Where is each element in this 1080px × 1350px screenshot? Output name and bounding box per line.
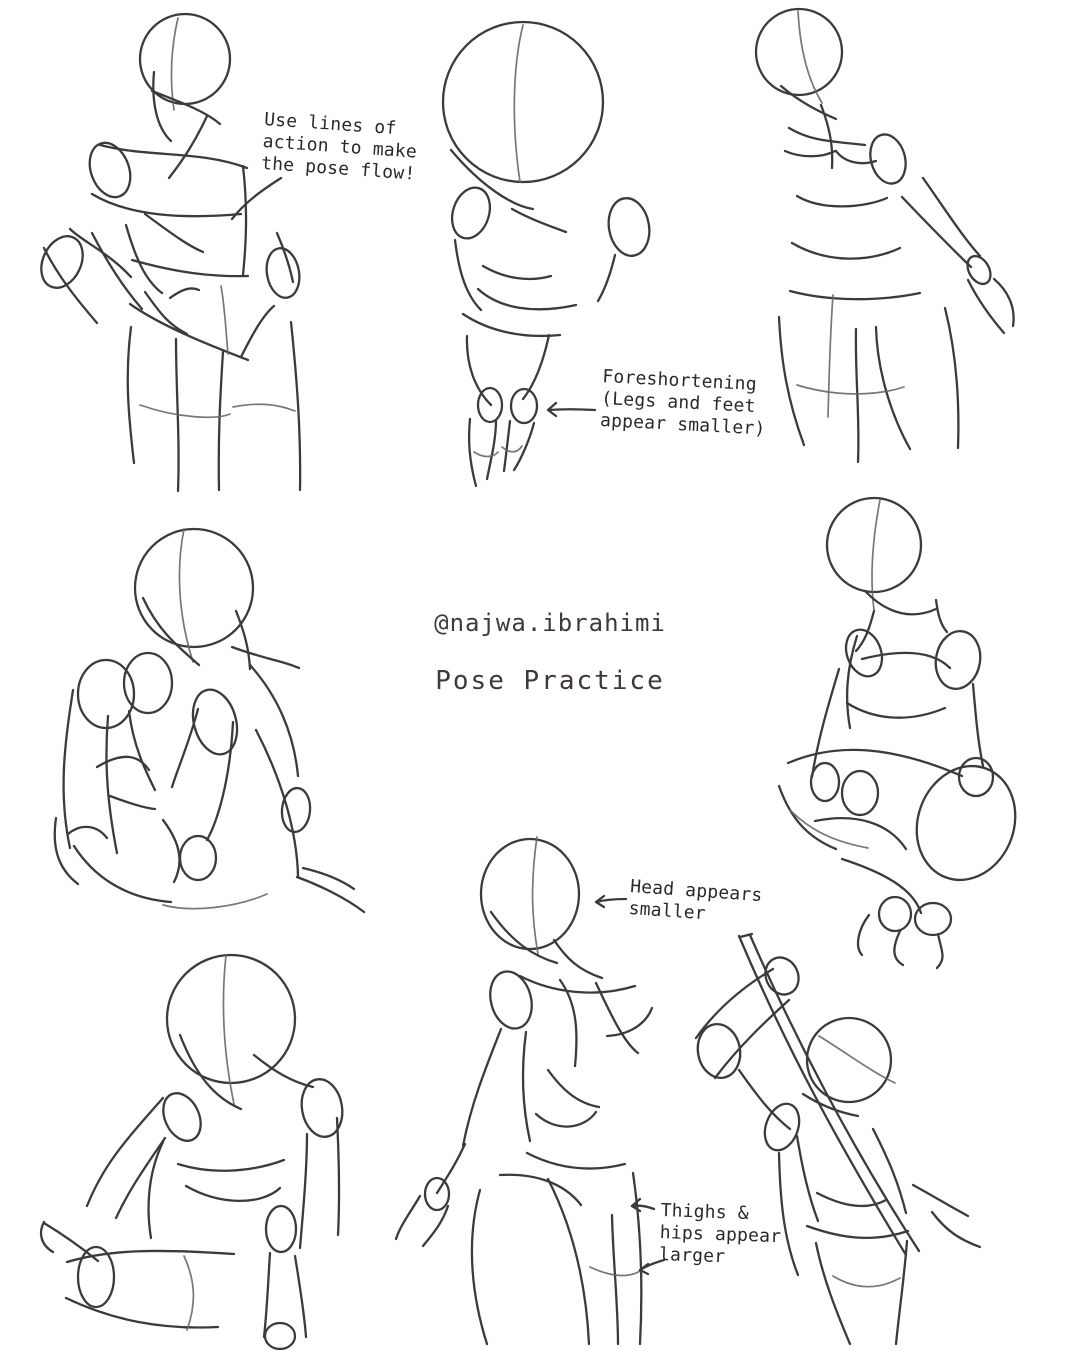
figure-raising-sword <box>694 932 982 1346</box>
figure-low-angle-walking <box>263 836 654 1350</box>
figure-foreshortened-from-above <box>441 20 651 488</box>
sheet-title-block: @najwa.ibrahimi Pose Practice <box>425 608 675 698</box>
page-title: Pose Practice <box>435 666 665 696</box>
figure-standing-arm-relaxed <box>754 7 1015 464</box>
figure-standing-hand-on-hip <box>40 12 302 493</box>
figure-seated-knee-raised <box>53 527 366 914</box>
figure-crouching <box>777 496 1017 970</box>
credit-handle: @najwa.ibrahimi <box>434 609 666 637</box>
figure-seated-leaning <box>39 953 344 1339</box>
